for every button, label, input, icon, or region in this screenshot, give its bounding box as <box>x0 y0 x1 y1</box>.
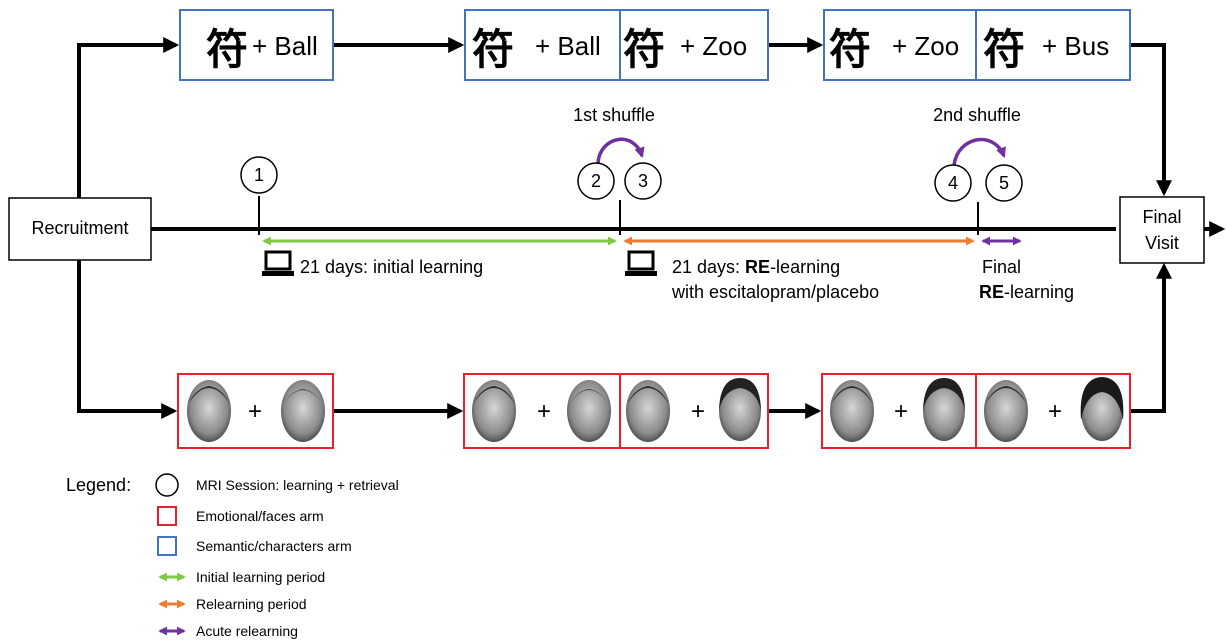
face-photo <box>187 380 231 442</box>
semantic-to-final-arrow <box>1130 43 1172 197</box>
legend-item: Semantic/characters arm <box>196 538 352 554</box>
legend: Legend: MRI Session: learning + retrieva… <box>66 473 399 639</box>
legend-mri-swatch <box>155 473 179 497</box>
shuffle-2-arrow <box>952 137 1006 166</box>
final-visit-line1: Final <box>1142 207 1181 227</box>
session-number: 1 <box>254 165 264 185</box>
plus-sign: + <box>537 398 551 425</box>
mri-session-2: 2 <box>577 162 615 200</box>
legend-item: MRI Session: learning + retrieval <box>196 477 399 493</box>
plus-sign: + <box>894 398 908 425</box>
upper-branch-arrow <box>77 37 180 198</box>
face-photo <box>719 378 761 441</box>
semantic-pair-label: + Bus <box>1042 31 1109 61</box>
legend-semantic-swatch <box>157 536 177 556</box>
face-photo <box>281 380 325 442</box>
mri-session-1: 1 <box>240 156 278 194</box>
session-number: 4 <box>948 173 958 193</box>
semantic-pair-label: + Zoo <box>892 31 959 61</box>
shuffle-1-label: 1st shuffle <box>573 105 655 125</box>
semantic-box-2 <box>464 9 769 81</box>
plus-sign: + <box>691 398 705 425</box>
face-photo <box>1080 377 1124 441</box>
recruitment-label: Recruitment <box>31 218 128 238</box>
shuffle-2: 2nd shuffle <box>933 105 1021 166</box>
character-glyph: 符 <box>206 26 248 73</box>
legend-item: Acute relearning <box>196 623 298 639</box>
character-glyph: 符 <box>983 26 1025 73</box>
recruitment-box: Recruitment <box>8 197 152 261</box>
mri-session-3: 3 <box>624 162 662 200</box>
semantic-arm: 符 + Ball 符 + Ball 符 + Zoo 符 + Zoo 符 + Bu… <box>179 9 1131 81</box>
final-relearning-label-2: RE-learning <box>979 282 1074 302</box>
legend-item: Relearning period <box>196 596 307 612</box>
semantic-box-1 <box>179 9 334 81</box>
mri-sessions: 1 2 3 4 5 <box>240 156 1023 202</box>
shuffle-2-label: 2nd shuffle <box>933 105 1021 125</box>
mri-session-5: 5 <box>985 164 1023 202</box>
legend-item: Initial learning period <box>196 569 325 585</box>
legend-item: Emotional/faces arm <box>196 508 324 524</box>
lower-branch-arrow <box>77 260 178 419</box>
face-photo <box>472 380 516 442</box>
character-glyph: 符 <box>829 26 871 73</box>
timeline-ticks <box>258 196 979 235</box>
plus-sign: + <box>1048 398 1062 425</box>
faces-arm: + + + + <box>177 373 1131 449</box>
session-number: 2 <box>591 171 601 191</box>
flow-arrows <box>77 37 1226 419</box>
session-number: 5 <box>999 173 1009 193</box>
face-photo <box>830 380 874 442</box>
mri-session-4: 4 <box>934 164 972 202</box>
shuffle-1: 1st shuffle <box>573 105 655 164</box>
shuffle-1-arrow <box>596 137 645 164</box>
plus-sign: + <box>248 398 262 425</box>
session-number: 3 <box>638 171 648 191</box>
character-glyph: 符 <box>472 26 514 73</box>
face-photo <box>567 380 611 442</box>
semantic-pair-label: + Zoo <box>680 31 747 61</box>
semantic-pair-label: + Ball <box>535 31 601 61</box>
relearning-label: 21 days: RE-learning <box>672 257 840 277</box>
legend-faces-swatch <box>157 506 177 526</box>
final-relearning-label-1: Final <box>982 257 1021 277</box>
semantic-pair-label: + Ball <box>252 31 318 61</box>
initial-learning-label: 21 days: initial learning <box>300 257 483 277</box>
final-visit-box: Final Visit <box>1119 196 1205 264</box>
face-photo <box>626 380 670 442</box>
final-visit-line2: Visit <box>1145 233 1179 253</box>
relearning-drug-label: with escitalopram/placebo <box>671 282 879 302</box>
laptop-icon <box>262 250 294 276</box>
character-glyph: 符 <box>623 26 665 73</box>
faces-to-final-arrow <box>1130 262 1172 413</box>
legend-title: Legend: <box>66 475 131 495</box>
face-photo <box>984 380 1028 442</box>
face-photo <box>923 378 965 441</box>
laptop-icon <box>625 250 657 276</box>
